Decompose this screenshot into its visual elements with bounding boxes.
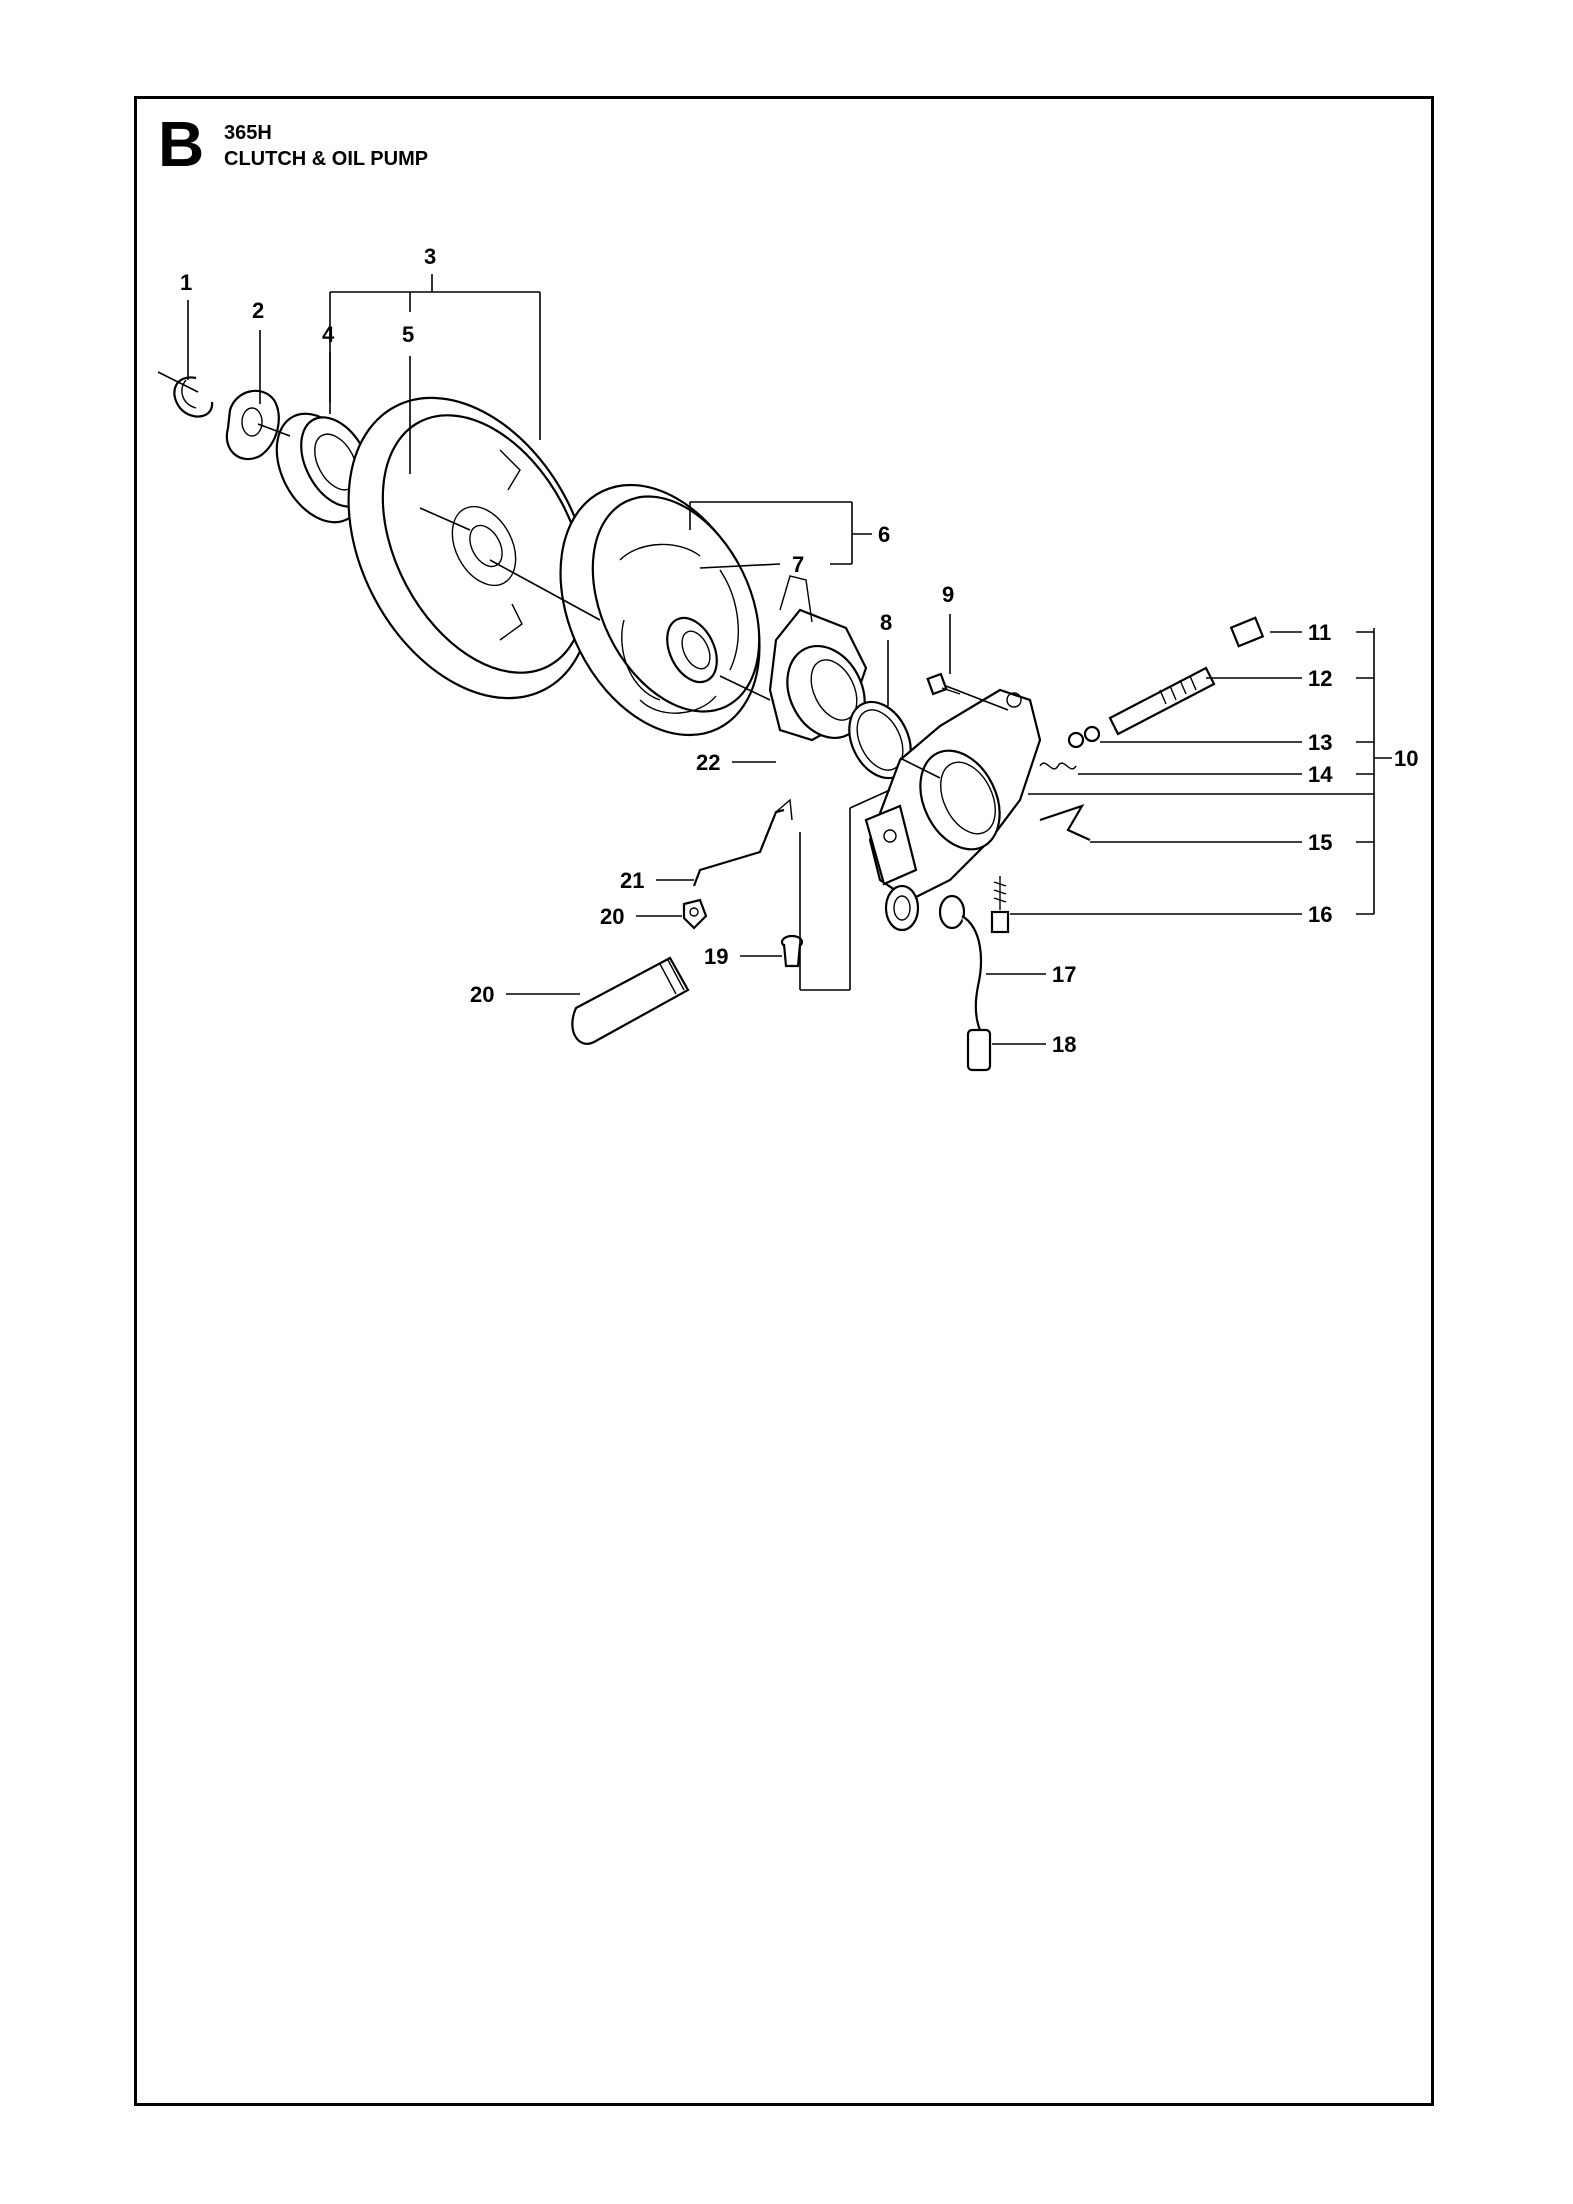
part-adjuster-screw — [990, 876, 1010, 934]
callout-9: 9 — [942, 582, 954, 607]
callout-15: 15 — [1308, 830, 1332, 855]
diagram-title: CLUTCH & OIL PUMP — [224, 148, 429, 170]
callout-1: 1 — [180, 270, 192, 295]
part-washer — [225, 389, 280, 461]
callout-2: 2 — [252, 298, 264, 323]
callout-20-stud: 20 — [470, 982, 494, 1007]
part-pump-plunger — [1039, 616, 1265, 770]
callout-12: 12 — [1308, 666, 1332, 691]
part-oil-pump-housing — [864, 688, 1042, 932]
leader-lines — [187, 274, 1392, 1045]
callout-19: 19 — [704, 944, 728, 969]
callout-13: 13 — [1308, 730, 1332, 755]
callout-16: 16 — [1308, 902, 1332, 927]
callout-21: 21 — [620, 868, 644, 893]
part-circlip — [173, 376, 214, 418]
callout-20-seal: 20 — [600, 904, 624, 929]
part-screw-small — [780, 934, 804, 968]
assembly-axis-line — [157, 371, 941, 779]
callout-7: 7 — [792, 552, 804, 577]
part-pump-drive — [768, 575, 868, 742]
part-clutch-assembly — [559, 483, 761, 737]
callout-22: 22 — [696, 750, 720, 775]
part-screw — [926, 672, 961, 696]
model-number: 365H — [224, 122, 272, 144]
page-frame — [134, 96, 1434, 2106]
callout-18: 18 — [1052, 1032, 1076, 1057]
callout-4: 4 — [322, 322, 335, 347]
callout-17: 17 — [1052, 962, 1076, 987]
callout-8: 8 — [880, 610, 892, 635]
part-pin — [1039, 804, 1091, 842]
part-oil-hose — [938, 894, 992, 1072]
callout-10: 10 — [1394, 746, 1418, 771]
callout-11: 11 — [1308, 620, 1331, 645]
callout-3: 3 — [424, 244, 436, 269]
callout-5: 5 — [402, 322, 414, 347]
part-seal-small — [682, 898, 708, 930]
callout-14: 14 — [1308, 762, 1333, 787]
part-oil-line — [692, 798, 793, 887]
callout-6: 6 — [878, 522, 890, 547]
part-bar-stud — [571, 956, 690, 1045]
section-letter: B — [158, 108, 205, 180]
assembly-axis-line-2 — [945, 685, 1009, 711]
